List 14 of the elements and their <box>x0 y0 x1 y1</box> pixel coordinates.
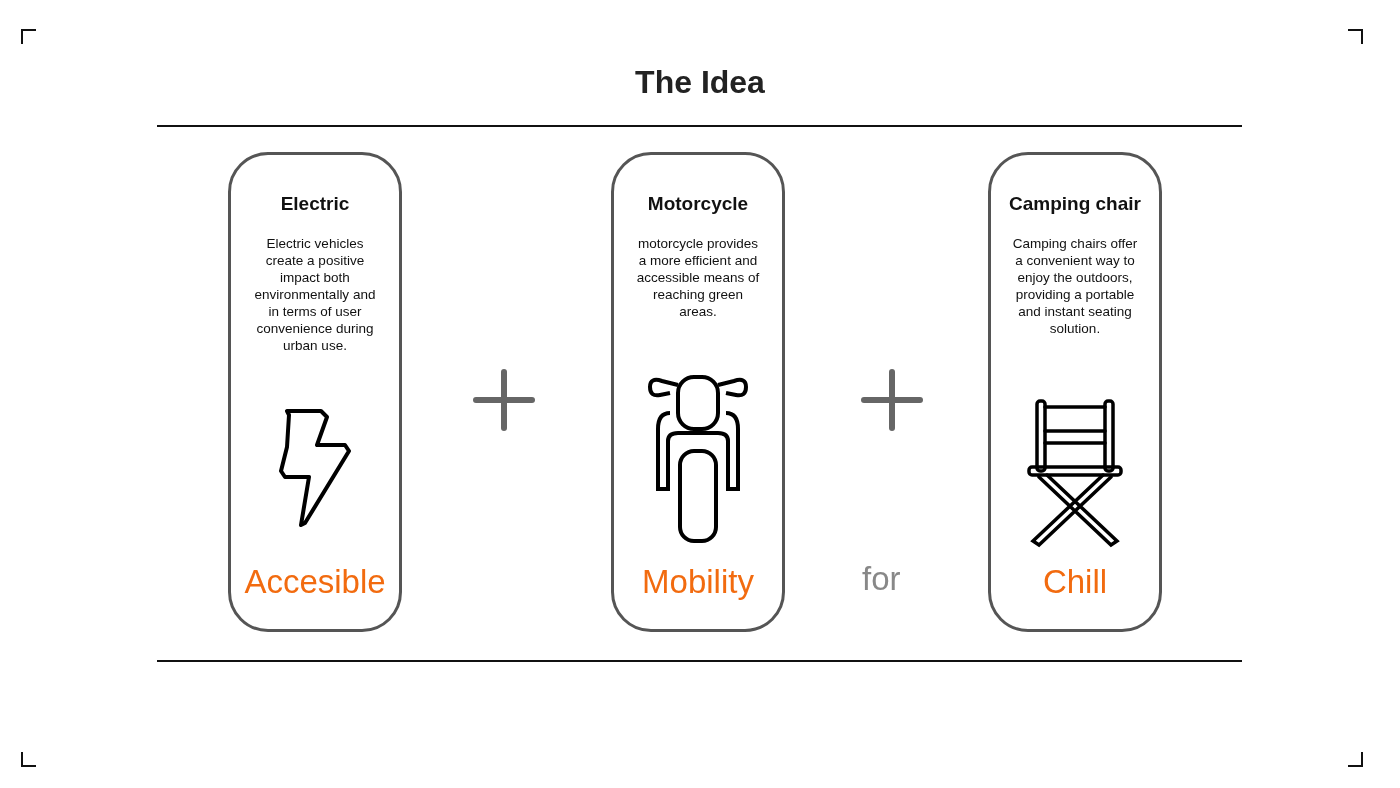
keyword: Mobility <box>641 563 755 601</box>
card-heading: Motorcycle <box>646 193 750 215</box>
card <box>611 152 785 632</box>
card-heading: Electric <box>279 193 351 215</box>
card-heading: Camping chair <box>1008 193 1142 215</box>
card <box>228 152 402 632</box>
connector-word: for <box>862 560 901 598</box>
card-description: motorcycle provides a more efficient and accessible means of reaching green areas. <box>635 235 761 320</box>
card-description: Electric vehicles create a positive impact both environmentally and in terms of user convenience during urban use. <box>253 235 377 354</box>
keyword: Chill <box>1041 563 1109 601</box>
card-description: Camping chairs offer a convenient way to enjoy the outdoors, providing a portable and instant seating solution. <box>1011 235 1139 337</box>
card <box>988 152 1162 632</box>
title: The Idea <box>634 64 766 101</box>
keyword: Accesible <box>243 563 387 601</box>
